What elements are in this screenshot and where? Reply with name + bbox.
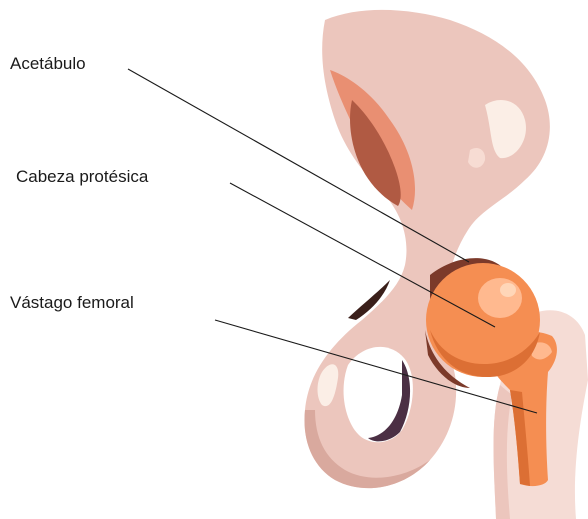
prosthetic-head-label: Cabeza protésica	[16, 168, 148, 185]
femoral-stem-label: Vástago femoral	[10, 294, 134, 311]
prosthetic-head-highlight	[478, 278, 522, 318]
acetabulum-label: Acetábulo	[10, 55, 86, 72]
prosthetic-head-glint	[500, 283, 516, 297]
